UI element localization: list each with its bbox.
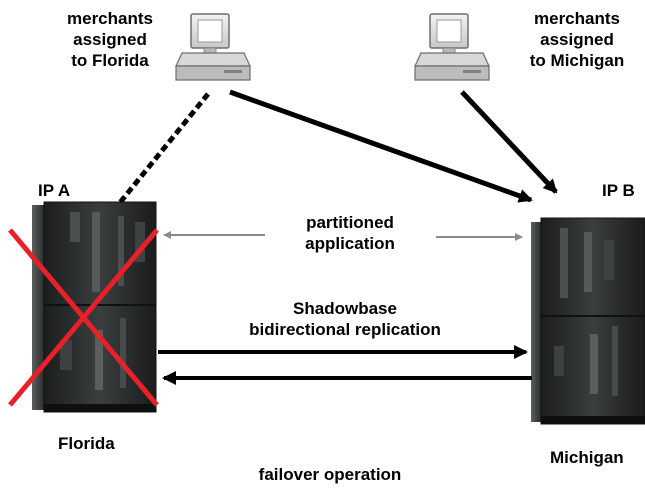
partitioned-line-2: application: [305, 234, 395, 253]
partitioned-application-label: partitioned application: [255, 212, 445, 254]
ip-b-label: IP B: [602, 181, 635, 200]
merchants-florida-line-1: merchants: [67, 9, 153, 28]
florida-label: Florida: [58, 434, 115, 453]
merchants-michigan-label: merchants assigned to Michigan: [512, 8, 642, 71]
ip-a-label: IP A: [38, 181, 71, 200]
footer-caption: failover operation: [258, 465, 402, 484]
merchants-michigan-line-2: assigned: [540, 30, 614, 49]
merchants-florida-line-2: assigned: [73, 30, 147, 49]
michigan-label: Michigan: [550, 448, 624, 467]
computer-terminal-icon: [175, 13, 251, 81]
shadowbase-replication-label: Shadowbase bidirectional replication: [200, 298, 490, 340]
server-rack-icon: [32, 201, 157, 413]
partitioned-line-1: partitioned: [306, 213, 394, 232]
merchants-michigan-line-1: merchants: [534, 9, 620, 28]
server-rack-icon: [531, 217, 645, 425]
merchants-florida-label: merchants assigned to Florida: [50, 8, 170, 71]
red-x-icon: [8, 228, 159, 407]
merchants-michigan-line-3: to Michigan: [529, 51, 625, 70]
shadowbase-line-2: bidirectional replication: [249, 320, 441, 339]
computer-terminal-icon: [414, 13, 490, 81]
broken-connection-line: [116, 92, 210, 207]
shadowbase-line-1: Shadowbase: [293, 299, 397, 318]
merchants-florida-line-3: to Florida: [71, 51, 149, 70]
reroute-arrow: [229, 89, 533, 203]
michigan-connection-arrow: [460, 90, 558, 194]
